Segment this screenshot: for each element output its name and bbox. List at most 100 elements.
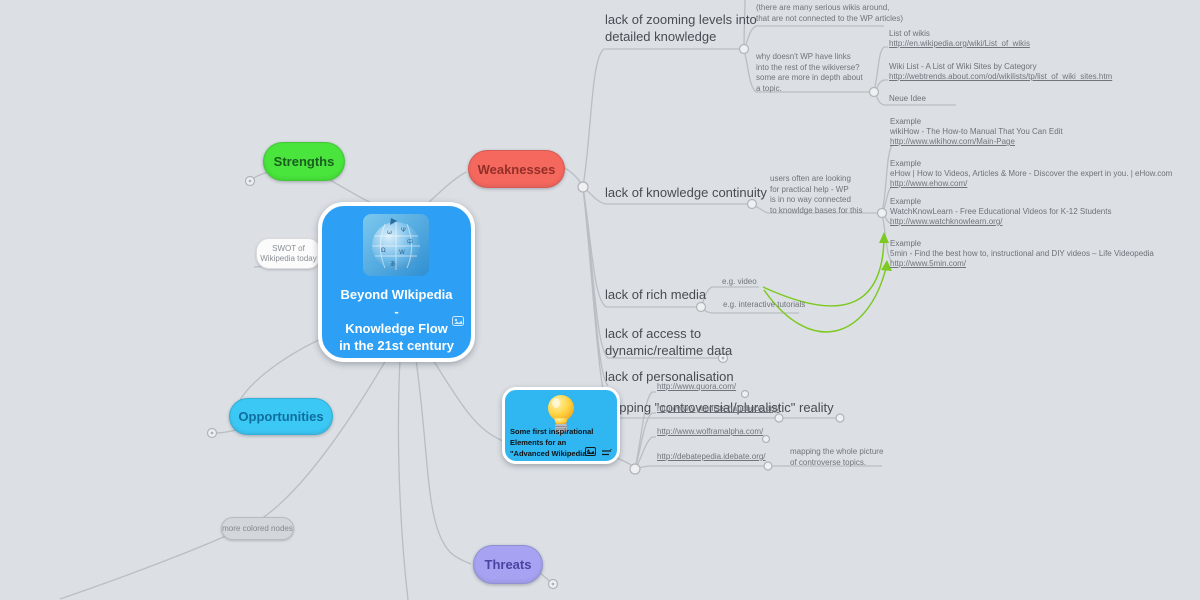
connector-insp-in [431,357,504,442]
link-url[interactable]: http://debatepedia.idebate.org/ [657,452,766,461]
image-icon[interactable] [585,443,596,461]
svg-text:W: W [399,249,405,256]
relation-video-5min[interactable] [763,267,887,333]
svg-text:ω: ω [387,229,392,236]
collapse-toggle[interactable] [761,434,771,444]
node-more-colored[interactable]: more colored nodes [221,517,294,540]
topic-personalisation[interactable]: lack of personalisation [605,369,734,384]
branch-junction[interactable] [695,301,707,313]
connector-weaknesses [425,171,467,206]
example-kicker: Example [890,197,922,206]
wiki-link-item[interactable]: List of wikis http://en.wikipedia.org/wi… [889,29,1030,49]
example-title: eHow | How to Videos, Articles & More - … [890,169,1173,178]
branch-wikiverse-note [743,48,870,93]
note-wikiverse[interactable]: why doesn't WP have links into the rest … [756,52,863,93]
svg-text:中: 中 [407,238,413,246]
example-url[interactable]: http://www.ehow.com/ [890,179,968,188]
topic-continuity[interactable]: lack of knowledge continuity [605,185,767,200]
wiki-link-item[interactable]: Neue Idee [889,94,926,104]
node-threats[interactable]: Threats [473,545,543,584]
example-url[interactable]: http://www.watchknowlearn.org/ [890,217,1003,226]
note-mapping[interactable]: mapping the whole picture of controverse… [790,447,884,467]
link-url[interactable]: http://en.wikipedia.org/wiki/List_of_wik… [889,39,1030,48]
collapse-toggle[interactable] [740,389,750,399]
collapse-toggle[interactable] [835,413,845,423]
branch-junction[interactable] [577,181,589,193]
relation-video-watchknowlearn[interactable] [762,239,885,307]
insp-link-item[interactable]: http://www.yourlists-handbook.org/ [657,404,779,414]
note-wikis-around[interactable]: (there are many serious wikis around, th… [756,3,904,23]
arrowhead-icon [879,232,889,243]
topic-rich-media[interactable]: lack of rich media [605,287,707,302]
example-item[interactable]: Example 5min - Find the best how to, ins… [890,239,1154,269]
branch-junction[interactable] [746,198,758,210]
example-title: WatchKnowLearn - Free Educational Videos… [890,207,1112,216]
image-icon[interactable] [452,313,464,331]
insp-link-item[interactable]: http://debatepedia.idebate.org/ [657,452,766,462]
topic-zooming[interactable]: lack of zooming levels into detailed kno… [605,12,757,44]
arrowhead-icon [881,260,892,271]
collapse-dot [721,356,725,360]
example-item[interactable]: Example wikiHow - The How-to Manual That… [890,117,1063,147]
insp-link-item[interactable]: http://www.quora.com/ [657,382,736,392]
branch-junction[interactable] [774,413,784,423]
branch-junction[interactable] [876,207,888,219]
wiki-link-item[interactable]: Wiki List - A List of Wiki Sites by Cate… [889,62,1112,82]
insp-link-item[interactable]: http://www.wolframalpha.com/ [657,427,763,437]
link-title: List of wikis [889,29,930,38]
link-title: Neue Idee [889,94,926,103]
example-kicker: Example [890,117,922,126]
example-item[interactable]: Example WatchKnowLearn - Free Educationa… [890,197,1111,227]
node-strengths[interactable]: Strengths [263,142,345,181]
example-url[interactable]: http://www.5min.com/ [890,259,967,268]
note-eg-tutorials[interactable]: e.g. interactive tutorials [723,300,806,309]
note-eg-video[interactable]: e.g. video [722,277,757,286]
branch-handbook [634,412,656,470]
branch-junction[interactable] [763,461,773,471]
connector-more-nodes-tail [59,535,227,600]
topic-realtime[interactable]: lack of access to dynamic/realtime data [605,326,733,358]
svg-text:あ: あ [390,261,396,268]
branch-example-4 [881,212,893,263]
branch-junction[interactable] [868,86,880,98]
lightbulb-image [541,392,581,438]
connector-threats [415,359,472,565]
node-inspiration[interactable]: Some first inspirational Elements for an… [502,387,620,464]
svg-text:Ω: Ω [381,247,386,254]
center-title: Beyond WIkipedia - Knowledge Flow in the… [339,287,454,353]
collapse-dot [210,431,214,435]
link-url[interactable]: http://www.wolframalpha.com/ [657,427,764,436]
connector-down [397,359,409,600]
collapse-dot [248,179,252,183]
branch-junction[interactable] [629,463,641,475]
connector-opportunities-tail [214,429,237,434]
node-weaknesses[interactable]: Weaknesses [468,150,565,188]
branch-junction[interactable] [738,43,750,55]
branch-quora [634,391,656,470]
branch-wikis-note [743,25,884,50]
example-title: wikiHow - The How-to Manual That You Can… [890,127,1063,136]
branch-zooming [582,48,742,188]
example-item[interactable]: Example eHow | How to Videos, Articles &… [890,159,1172,189]
example-title: 5min - Find the best how to, instruction… [890,249,1154,258]
branch-example-1 [881,144,893,214]
collapse-dot [551,582,555,586]
inspiration-title: Some first inspirational Elements for an… [510,427,594,458]
svg-text:Ψ: Ψ [401,227,406,234]
example-kicker: Example [890,159,922,168]
notes-icon[interactable] [602,444,612,462]
note-practical-help[interactable]: users often are looking for practical he… [770,174,863,215]
link-url[interactable]: http://www.quora.com/ [657,382,737,391]
node-swot-label[interactable]: SWOT of Wikipedia today [256,238,321,269]
connector-more-nodes [257,359,387,522]
node-opportunities[interactable]: Opportunities [229,398,333,435]
branch-wikilink-1 [873,46,888,93]
example-url[interactable]: http://www.wikihow.com/Main-Page [890,137,1015,146]
branch-debatepedia [634,465,766,470]
link-url[interactable]: http://www.yourlists-handbook.org/ [657,404,780,413]
link-url[interactable]: http://webtrends.about.com/od/wikilists/… [889,72,1113,81]
